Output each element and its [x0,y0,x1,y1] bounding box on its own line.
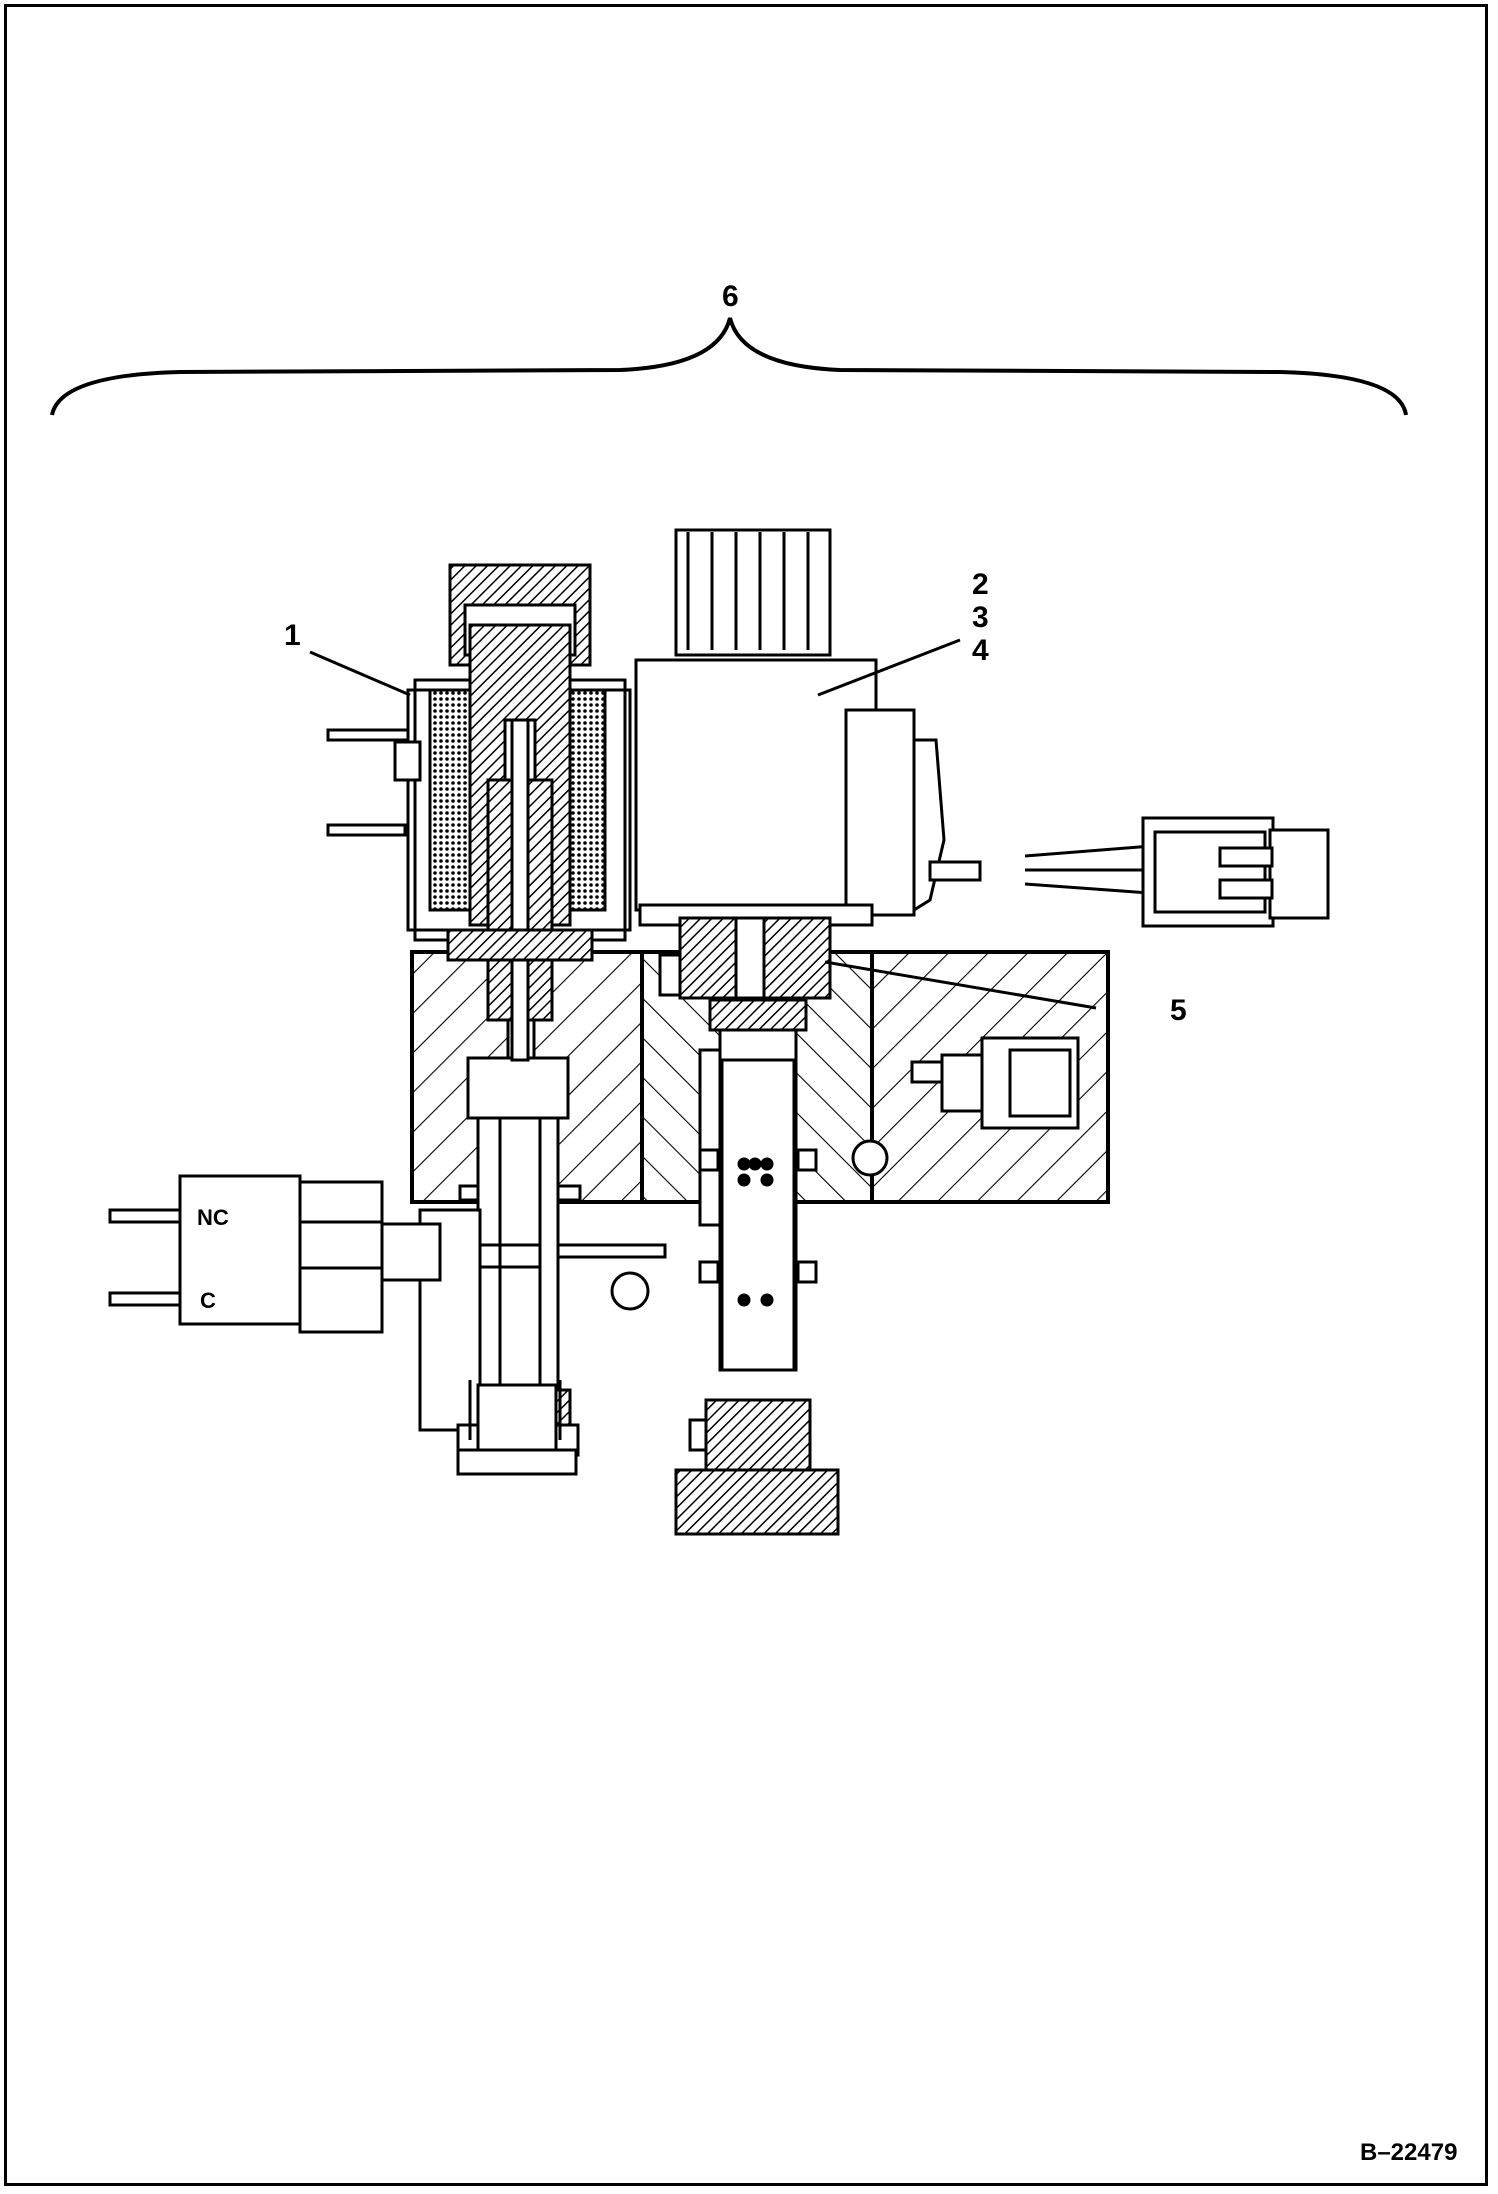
left-solenoid [326,563,632,1062]
callout-3: 3 [972,601,989,634]
callout-1: 1 [284,619,301,652]
callout-5: 5 [1170,994,1187,1027]
nc-pin [108,1208,182,1224]
leader-1 [309,650,411,697]
assembly-brace [50,317,1408,416]
right-port-fitting [940,1036,1080,1130]
right-solenoid [634,528,982,1000]
leader-lines [309,638,1097,1010]
callout-4: 4 [972,634,989,667]
nc-pin-label: NC [197,1205,229,1230]
callout-2: 2 [972,568,989,601]
leader-5 [824,960,1097,1010]
leader-2-3-4 [817,638,961,697]
pressure-switch [108,1174,442,1334]
center-cartridge [674,998,840,1536]
c-pin-label: C [200,1288,216,1313]
left-spool-bottom [456,1383,578,1476]
callout-6: 6 [722,280,739,313]
figure-number: B–22479 [1360,2139,1457,2166]
c-pin [108,1291,182,1307]
coil-connector [1024,816,1330,928]
